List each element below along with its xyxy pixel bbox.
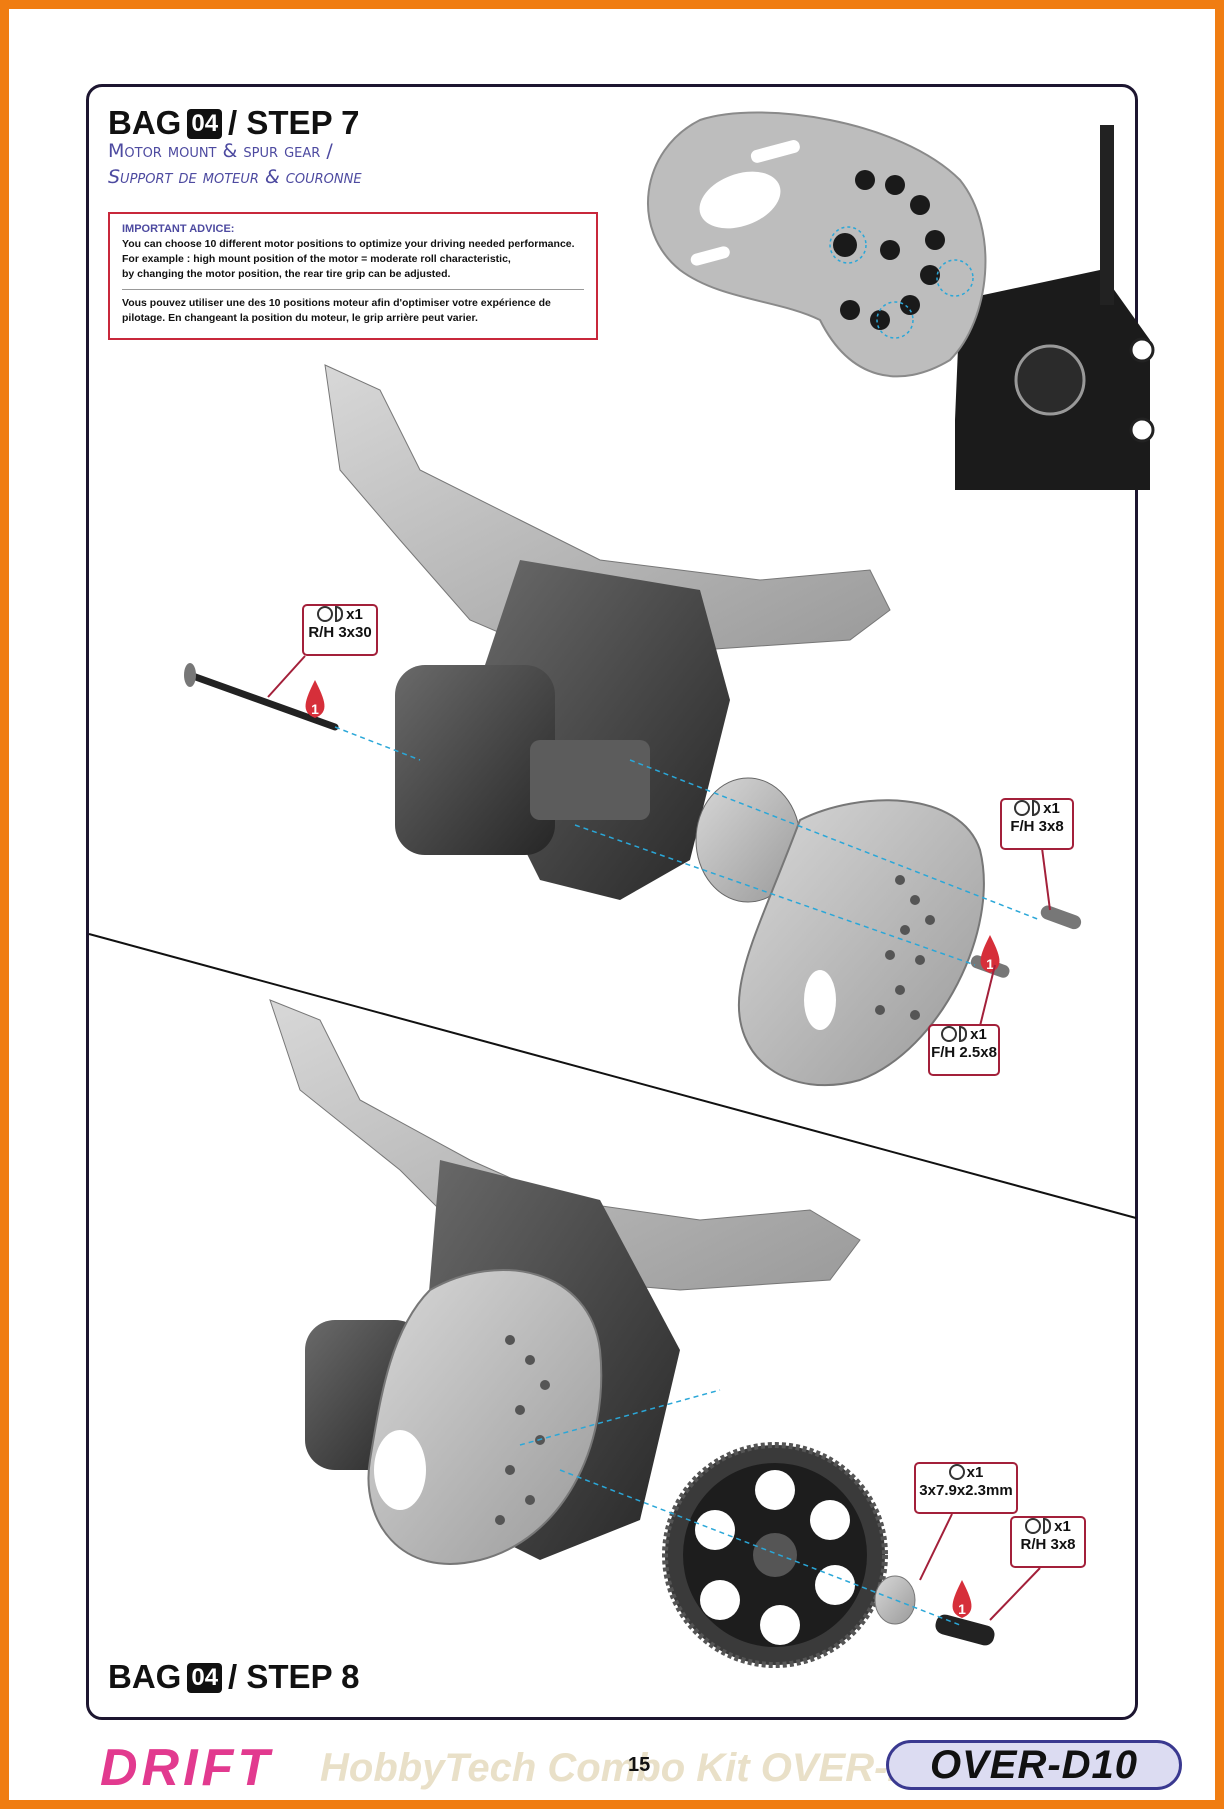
advice-en-line: by changing the motor position, the rear… (122, 268, 451, 280)
washer-icon (941, 1026, 958, 1042)
advice-fr-line: pilotage. En changeant la position du mo… (122, 312, 478, 324)
step-label: / STEP 8 (228, 1658, 360, 1695)
screw-head-icon (1032, 800, 1041, 816)
spacer-icon (948, 1464, 965, 1480)
bag-label: BAG (108, 1658, 182, 1695)
advice-en-line: For example : high mount position of the… (122, 253, 511, 265)
bag-label: BAG (108, 104, 182, 141)
over-d10-logo: OVER-D10 (886, 1740, 1182, 1790)
drift-logo: DRIFT (100, 1739, 274, 1797)
advice-heading: IMPORTANT ADVICE: (122, 223, 235, 235)
washer-icon (1025, 1518, 1042, 1534)
advice-fr-line: Vous pouvez utiliser une des 10 position… (122, 297, 551, 309)
part-tag-fh-2-5x8: x1 F/H 2.5x8 (928, 1024, 1000, 1076)
step7-subtitle-fr: Support de moteur & couronne (108, 166, 362, 188)
screw-head-icon (959, 1026, 968, 1042)
screw-head-icon (335, 606, 344, 622)
important-advice-box: IMPORTANT ADVICE: You can choose 10 diff… (108, 212, 598, 340)
part-tag-rh-3x30: x1 R/H 3x30 (302, 604, 378, 656)
step-divider (88, 933, 1137, 1219)
washer-icon (317, 606, 334, 622)
svg-text:1: 1 (986, 956, 994, 972)
footer-watermark-text: HobbyTech Combo Kit OVER-D10 (320, 1746, 961, 1790)
svg-text:1: 1 (958, 1601, 966, 1617)
advice-en-line: You can choose 10 different motor positi… (122, 238, 575, 250)
screw-head-icon (1043, 1518, 1052, 1534)
advice-separator (122, 289, 584, 290)
part-tag-rh-3x8: x1 R/H 3x8 (1010, 1516, 1086, 1568)
step7-subtitle-en: Motor mount & spur gear / (108, 140, 333, 162)
bag-number-badge: 04 (187, 1663, 223, 1693)
part-tag-fh-3x8: x1 F/H 3x8 (1000, 798, 1074, 850)
threadlock-marker: 1 (980, 935, 1000, 973)
washer-icon (1014, 800, 1031, 816)
detail-inset (647, 111, 1155, 490)
page-number: 15 (628, 1754, 651, 1776)
step7-assembly (184, 364, 1082, 1087)
part-tag-spacer-3x7-9x2-3: x1 3x7.9x2.3mm (914, 1462, 1018, 1514)
step8-assembly (269, 999, 995, 1668)
threadlock-marker: 1 (952, 1580, 972, 1618)
svg-text:1: 1 (311, 701, 319, 717)
step-label: / STEP 7 (228, 104, 360, 141)
threadlock-marker: 1 (305, 680, 325, 718)
bag-number-badge: 04 (187, 109, 223, 139)
